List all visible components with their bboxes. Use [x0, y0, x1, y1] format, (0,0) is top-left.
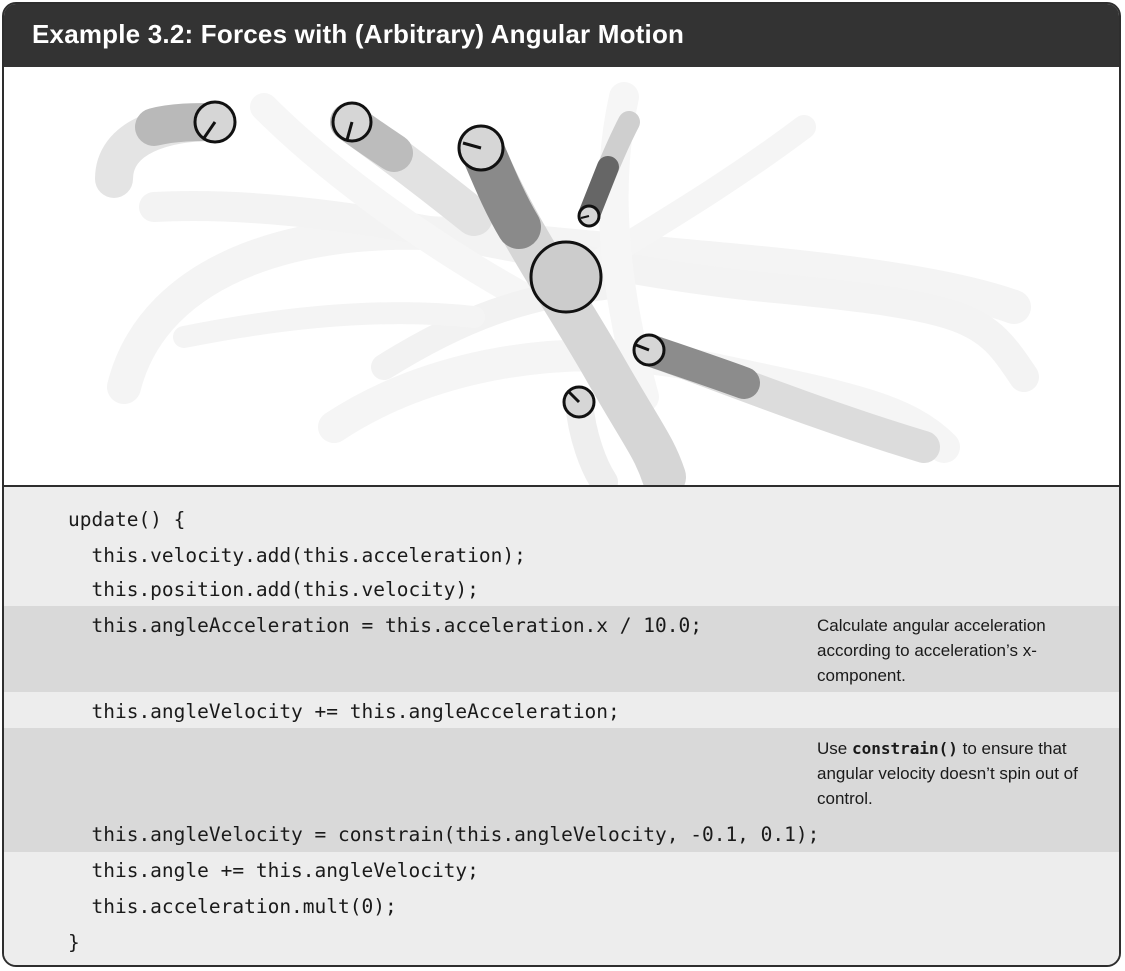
sketch-illustration [95, 82, 1039, 485]
code-line: this.position.add(this.velocity); [68, 578, 479, 601]
annotation-text: Use [817, 739, 852, 758]
code-line: this.angleVelocity += this.angleAccelera… [68, 700, 620, 723]
mover [632, 333, 666, 367]
mover [457, 124, 505, 172]
sketch-canvas [4, 67, 1119, 487]
code-line: this.acceleration.mult(0); [68, 895, 397, 918]
annotation-angular-acceleration: Calculate angular acceleration according… [817, 616, 1046, 685]
attractor-circle [529, 240, 603, 314]
annotation-code: constrain() [851, 739, 958, 758]
example-title: Example 3.2: Forces with (Arbitrary) Ang… [32, 19, 685, 49]
code-line: this.velocity.add(this.acceleration); [68, 544, 526, 567]
code-line: update() { [68, 508, 186, 531]
mover [562, 385, 596, 419]
code-line: this.angleAcceleration = this.accelerati… [68, 614, 702, 637]
mover [331, 101, 373, 143]
code-listing: update() { this.velocity.add(this.accele… [4, 489, 1119, 965]
annotation-text: to ensure that angular velocity doesn’t … [817, 739, 1078, 808]
code-line: this.angleVelocity = constrain(this.angl… [68, 823, 820, 846]
code-line: } [68, 931, 80, 954]
mover [193, 100, 237, 144]
highlight-band [4, 728, 1119, 852]
annotation-constrain: Use constrain() to ensure that angular v… [817, 736, 1079, 811]
mover [577, 204, 601, 228]
highlight-band [4, 606, 1119, 692]
example-header: Example 3.2: Forces with (Arbitrary) Ang… [4, 4, 1119, 67]
code-line: this.angle += this.angleVelocity; [68, 859, 479, 882]
